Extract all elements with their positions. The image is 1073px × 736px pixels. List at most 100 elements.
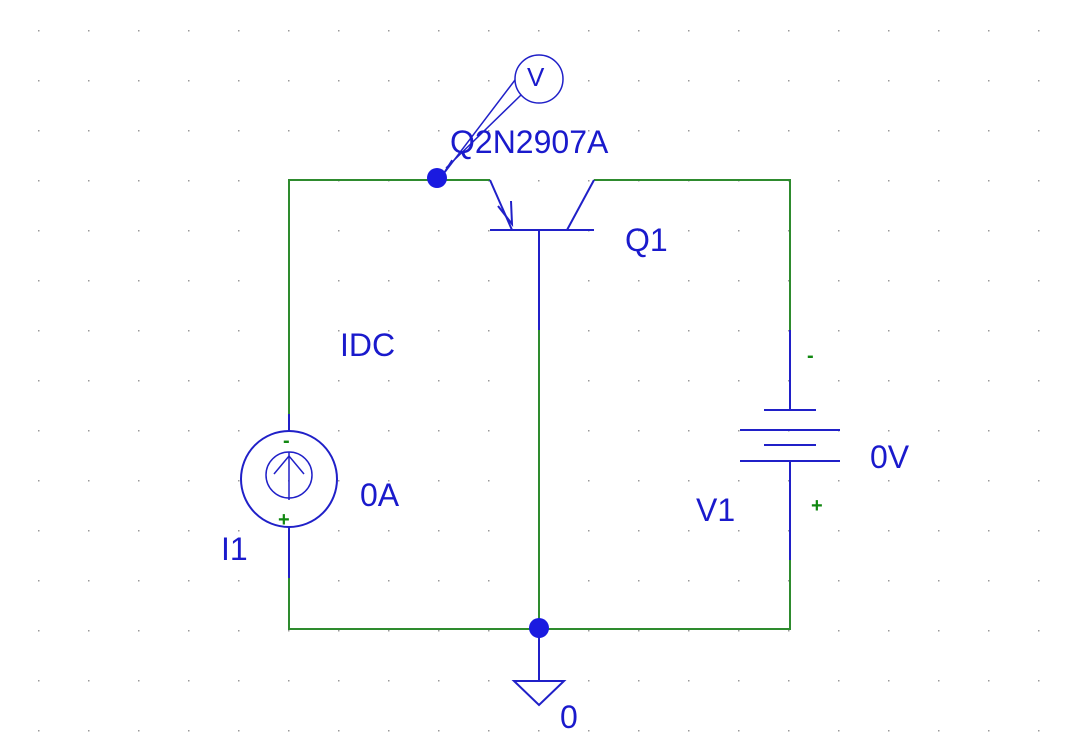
grid-dot [188, 680, 190, 682]
grid-dot [388, 730, 390, 732]
grid-dot [588, 280, 590, 282]
grid-dot [238, 480, 240, 482]
grid-dot [938, 730, 940, 732]
grid-dot [488, 130, 490, 132]
grid-dot [538, 180, 540, 182]
grid-dot [938, 30, 940, 32]
grid-dot [688, 530, 690, 532]
grid-dot [388, 580, 390, 582]
ground-net-label[interactable]: 0 [560, 699, 578, 735]
grid-dot [338, 530, 340, 532]
grid-dot [1038, 280, 1040, 282]
grid-dot [738, 730, 740, 732]
grid-dot [488, 330, 490, 332]
grid-dot [938, 680, 940, 682]
grid-dot [588, 630, 590, 632]
grid-dot [88, 430, 90, 432]
grid-dot [388, 280, 390, 282]
current-source-icon[interactable] [240, 414, 338, 578]
grid-dot [288, 680, 290, 682]
grid-dot [38, 730, 40, 732]
grid-dot [538, 730, 540, 732]
grid-dot [438, 130, 440, 132]
grid-dot [788, 80, 790, 82]
grid-dot [238, 380, 240, 382]
grid-dot [288, 30, 290, 32]
grid-dot [988, 680, 990, 682]
grid-dot [888, 680, 890, 682]
grid-dot [1038, 480, 1040, 482]
grid-dot [338, 430, 340, 432]
pnp-transistor-icon[interactable] [489, 179, 595, 330]
voltage-probe-icon[interactable] [441, 54, 564, 177]
grid-dot [638, 480, 640, 482]
grid-dot [638, 380, 640, 382]
grid-dot [688, 730, 690, 732]
grid-dot [688, 230, 690, 232]
grid-dot [188, 480, 190, 482]
grid-dot [988, 380, 990, 382]
grid-dot [1038, 80, 1040, 82]
grid-dot [838, 180, 840, 182]
grid-dot [138, 230, 140, 232]
grid-dot [988, 330, 990, 332]
grid-dot [438, 530, 440, 532]
grid-dot [288, 630, 290, 632]
grid-dot [438, 380, 440, 382]
current-source-ref-label[interactable]: I1 [221, 531, 248, 567]
grid-dot [338, 330, 340, 332]
grid-dot [988, 30, 990, 32]
wire-right-top [594, 179, 791, 330]
grid-dot [588, 130, 590, 132]
grid-dot [138, 730, 140, 732]
grid-dot [88, 230, 90, 232]
grid-dot [688, 630, 690, 632]
grid-dot [588, 530, 590, 532]
grid-dot [788, 480, 790, 482]
grid-dot [988, 80, 990, 82]
grid-dot [1038, 130, 1040, 132]
grid-dot [788, 280, 790, 282]
ground-icon[interactable] [511, 629, 567, 707]
grid-dot [588, 430, 590, 432]
grid-dot [688, 80, 690, 82]
grid-dot [238, 280, 240, 282]
grid-dot [638, 730, 640, 732]
grid-dot [38, 80, 40, 82]
current-source-value-label[interactable]: 0A [360, 477, 400, 513]
grid-dot [838, 580, 840, 582]
grid-dot [988, 430, 990, 432]
grid-dot [38, 380, 40, 382]
current-source-type-label[interactable]: IDC [340, 327, 396, 363]
grid-dot [738, 230, 740, 232]
grid-dot [388, 230, 390, 232]
grid-dot [338, 130, 340, 132]
grid-dot [88, 30, 90, 32]
grid-dot [738, 80, 740, 82]
grid-dot [88, 330, 90, 332]
grid-dot [838, 80, 840, 82]
grid-dot [488, 680, 490, 682]
transistor-ref-label[interactable]: Q1 [625, 222, 668, 258]
voltage-source-value-label[interactable]: 0V [870, 439, 910, 475]
transistor-model-label[interactable]: Q2N2907A [450, 124, 609, 160]
grid-dot [838, 280, 840, 282]
grid-dot [388, 380, 390, 382]
voltage-source-ref-label[interactable]: V1 [696, 492, 736, 528]
grid-dot [388, 130, 390, 132]
grid-dot [1038, 430, 1040, 432]
grid-dot [588, 480, 590, 482]
grid-dot [638, 630, 640, 632]
grid-dot [88, 730, 90, 732]
grid-dot [838, 530, 840, 532]
grid-dot [88, 630, 90, 632]
grid-dot [338, 280, 340, 282]
grid-dot [38, 330, 40, 332]
grid-dot [438, 80, 440, 82]
battery-icon[interactable] [740, 330, 840, 560]
grid-dot [238, 630, 240, 632]
grid-dot [138, 180, 140, 182]
grid-dot [888, 80, 890, 82]
grid-dot [388, 630, 390, 632]
